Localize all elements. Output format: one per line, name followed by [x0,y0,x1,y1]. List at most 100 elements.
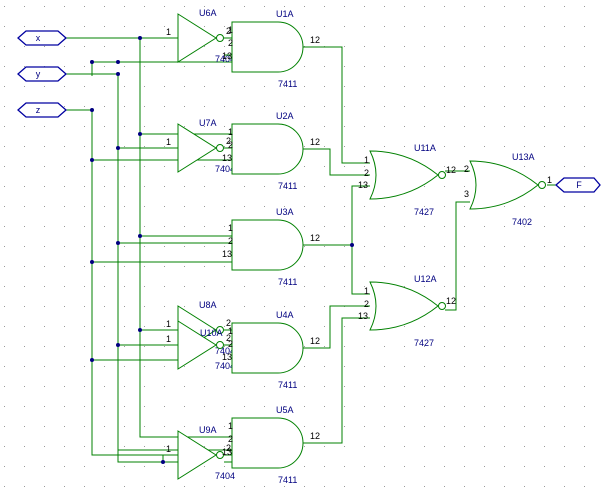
grid-dot [204,406,205,407]
port-z-label: z [36,105,41,115]
inverter-u9a-bubble [216,451,224,459]
grid-dot [564,306,565,307]
grid-dot [584,246,585,247]
grid-dot [344,406,345,407]
grid-dot [104,406,105,407]
nor-gate-u13a-pin-2: 2 [464,164,469,174]
grid-dot [24,166,25,167]
grid-dot [24,66,25,67]
grid-dot [324,406,325,407]
grid-dot [284,386,285,387]
grid-dot [304,486,305,487]
grid-dot [284,306,285,307]
grid-dot [444,186,445,187]
wires [66,37,556,463]
grid-dot [504,286,505,287]
grid-dot [4,166,5,167]
grid-dot [424,66,425,67]
and-gate-u1a-body [231,21,304,73]
and-gate-u3a-pin-1: 1 [228,223,233,233]
grid-dot [184,306,185,307]
grid-dot [324,386,325,387]
grid-dot [264,206,265,207]
grid-dot [424,6,425,7]
grid-dot [344,6,345,7]
grid-dot [524,86,525,87]
grid-dot [544,486,545,487]
wire-u12a-out [445,201,470,311]
grid-dot [504,366,505,367]
grid-dot [424,86,425,87]
grid-dot [424,406,425,407]
grid-dot [444,446,445,447]
grid-dot [444,286,445,287]
grid-dot [364,286,365,287]
grid-dot [164,486,165,487]
grid-dot [584,146,585,147]
grid-dot [344,166,345,167]
grid-dot [24,226,25,227]
grid-dot [264,306,265,307]
grid-dot [584,306,585,307]
inverter-u9a-ref: U9A [199,425,217,435]
grid-dot [504,326,505,327]
grid-dot [64,26,65,27]
grid-dot [144,346,145,347]
grid-dot [304,286,305,287]
grid-dot [224,486,225,487]
grid-dot [24,346,25,347]
grid-dot [364,466,365,467]
grid-dot [464,266,465,267]
grid-dot [584,126,585,127]
grid-dot [24,306,25,307]
grid-dot [4,426,5,427]
junction-dot [90,358,94,362]
grid-dot [424,226,425,227]
junction-dot [90,60,94,64]
inverter-u8a-part: 7404 [215,346,235,356]
grid-dot [104,366,105,367]
wire-u1a-out [302,46,370,164]
grid-dot [504,106,505,107]
grid-dot [584,406,585,407]
grid-dot [364,366,365,367]
grid-dot [564,146,565,147]
grid-dot [484,446,485,447]
inverter-u6a-bubble [216,34,224,42]
grid-dot [24,286,25,287]
grid-dot [404,6,405,7]
grid-dot [104,46,105,47]
grid-dot [544,346,545,347]
grid-dot [464,26,465,27]
grid-dot [44,446,45,447]
grid-dot [484,246,485,247]
grid-dot [164,46,165,47]
grid-dot [104,486,105,487]
and-gate-u2a-pin-1: 1 [228,127,233,137]
grid-dot [344,266,345,267]
grid-dot [424,386,425,387]
grid-dot [244,306,245,307]
grid-dot [324,246,325,247]
grid-dot [144,326,145,327]
grid-dot [124,226,125,227]
grid-dot [224,246,225,247]
grid-dot [204,306,205,307]
grid-dot [164,346,165,347]
grid-dot [504,406,505,407]
grid-dot [364,326,365,327]
grid-dot [24,466,25,467]
grid-dot [4,326,5,327]
grid-dot [124,246,125,247]
grid-dot [84,306,85,307]
grid-dot [104,266,105,267]
grid-dot [464,406,465,407]
grid-dot [44,406,45,407]
grid-dot [324,206,325,207]
grid-dot [344,346,345,347]
grid-dot [304,326,305,327]
grid-dot [384,486,385,487]
grid-dot [524,386,525,387]
grid-dot [264,6,265,7]
